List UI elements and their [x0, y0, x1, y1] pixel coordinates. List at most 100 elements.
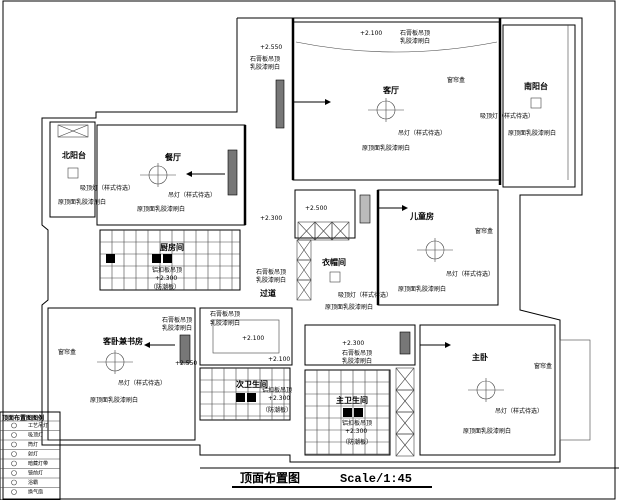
- svg-text:原顶面乳胶漆刷白: 原顶面乳胶漆刷白: [362, 144, 410, 152]
- svg-text:原顶面乳胶漆刷白: 原顶面乳胶漆刷白: [90, 396, 138, 404]
- svg-text:铝扣板吊顶: 铝扣板吊顶: [342, 419, 372, 427]
- svg-text:客卧兼书房: 客卧兼书房: [102, 336, 143, 346]
- svg-text:吊灯（样式待选）: 吊灯（样式待选）: [398, 129, 446, 137]
- svg-text:原顶面乳胶漆刷白: 原顶面乳胶漆刷白: [463, 427, 511, 435]
- svg-text:衣帽间: 衣帽间: [322, 257, 346, 267]
- svg-text:（防潮板）: （防潮板）: [262, 406, 292, 414]
- room-cloakroom: +2.500 衣帽间 吸顶灯（样式待选） 原顶面乳胶漆刷白: [294, 189, 392, 311]
- svg-text:+2.300: +2.300: [260, 215, 282, 222]
- svg-text:吸顶灯（样式待选）: 吸顶灯（样式待选）: [480, 112, 534, 120]
- svg-text:+2.300: +2.300: [268, 395, 290, 402]
- pendant-lamp-icon: [417, 238, 453, 262]
- svg-text:厨房间: 厨房间: [160, 242, 184, 252]
- room-second-bath: 次卫生间 铝扣板吊顶 +2.300 （防潮板）: [199, 367, 292, 421]
- room-north-balcony: 北阳台 吸顶灯（样式待选） 原顶面乳胶漆刷白: [49, 121, 134, 218]
- legend-symbol-icon: [11, 441, 17, 448]
- svg-text:吊灯（样式待选）: 吊灯（样式待选）: [118, 379, 166, 387]
- svg-text:北阳台: 北阳台: [62, 150, 86, 160]
- pendant-lamp-icon: [368, 98, 404, 122]
- svg-text:+2.500: +2.500: [305, 205, 327, 212]
- legend-symbol-icon: [11, 432, 17, 438]
- svg-text:吊灯（样式待选）: 吊灯（样式待选）: [495, 407, 543, 415]
- ceiling-lamp-icon: [530, 97, 542, 109]
- svg-text:乳胶漆刷白: 乳胶漆刷白: [162, 324, 192, 332]
- svg-text:乳胶漆刷白: 乳胶漆刷白: [400, 37, 430, 45]
- drawing-scale: Scale/1:45: [340, 472, 412, 486]
- room-label-living: 客厅: [382, 85, 399, 95]
- legend-item: 筒灯: [28, 441, 38, 448]
- svg-text:儿童房: 儿童房: [409, 211, 434, 221]
- ceiling-box-middle: 石膏板吊顶 乳胶漆刷白 +2.100 +2.100: [199, 307, 293, 366]
- legend-symbol-icon: [11, 451, 17, 457]
- svg-text:次卫生间: 次卫生间: [236, 379, 268, 389]
- room-guest-study: 客卧兼书房 窗帘盒 吊灯（样式待选） 原顶面乳胶漆刷白 石膏板吊顶 乳胶漆刷白 …: [47, 307, 197, 441]
- room-south-balcony: 南阳台 吸顶灯（样式待选） 原顶面乳胶漆刷白: [480, 24, 576, 188]
- legend-item: 暗藏灯带: [28, 460, 48, 467]
- drawing-title: 顶面布置图: [240, 470, 300, 485]
- legend-symbol-icon: [11, 479, 17, 486]
- svg-text:窗帘盒: 窗帘盒: [447, 76, 465, 84]
- svg-text:餐厅: 餐厅: [164, 152, 181, 162]
- legend-symbol-icon: [11, 460, 17, 467]
- svg-text:原顶面乳胶漆刷白: 原顶面乳胶漆刷白: [137, 205, 185, 213]
- room-label-corridor: 过道: [260, 288, 276, 298]
- svg-text:（防潮板）: （防潮板）: [342, 438, 372, 446]
- svg-text:+2.300: +2.300: [342, 340, 364, 347]
- svg-text:+2.550: +2.550: [175, 360, 197, 367]
- legend-item: 工艺吊灯: [28, 422, 48, 429]
- svg-text:乳胶漆刷白: 乳胶漆刷白: [250, 63, 280, 71]
- svg-text:（防潮板）: （防潮板）: [150, 283, 180, 291]
- legend-symbol-icon: [11, 470, 17, 476]
- light-strip-icon: [275, 79, 285, 129]
- svg-text:乳胶漆刷白: 乳胶漆刷白: [342, 357, 372, 365]
- svg-text:窗帘盒: 窗帘盒: [58, 348, 76, 356]
- room-kitchen: 厨房间 铝扣板吊顶 +2.300 （防潮板）: [99, 229, 241, 291]
- room-kids: 儿童房 吊灯（样式待选） 原顶面乳胶漆刷白 窗帘盒: [376, 189, 499, 306]
- svg-text:+2.300: +2.300: [155, 275, 177, 282]
- svg-text:窗帘盒: 窗帘盒: [534, 362, 552, 370]
- svg-text:主卧: 主卧: [472, 352, 488, 362]
- room-master-bath: +2.300 石膏板吊顶 乳胶漆刷白 主卫生间 铝扣板吊顶 +2.300 （防潮…: [304, 324, 416, 457]
- title-block: 顶面布置图 Scale/1:45: [200, 467, 619, 488]
- svg-text:原顶面乳胶漆刷白: 原顶面乳胶漆刷白: [508, 129, 556, 137]
- svg-text:石膏板吊顶: 石膏板吊顶: [342, 349, 372, 357]
- svg-text:原顶面乳胶漆刷白: 原顶面乳胶漆刷白: [398, 285, 446, 293]
- svg-text:+2.550: +2.550: [260, 44, 282, 51]
- pendant-lamp-icon: [468, 378, 504, 402]
- legend-item: 浴霸: [28, 479, 38, 486]
- legend-item: 镜前灯: [28, 470, 43, 477]
- svg-text:吊灯（样式待选）: 吊灯（样式待选）: [446, 270, 494, 278]
- room-master-bed: 主卧 吊灯（样式待选） 原顶面乳胶漆刷白 窗帘盒: [419, 324, 591, 456]
- corridor-upper: +2.550 石膏板吊顶 乳胶漆刷白 +2.300 石膏板吊顶 乳胶漆刷白 过道: [227, 44, 286, 298]
- svg-text:铝扣板吊顶: 铝扣板吊顶: [152, 266, 182, 274]
- svg-text:原顶面乳胶漆刷白: 原顶面乳胶漆刷白: [325, 303, 373, 311]
- svg-text:吸顶灯（样式待选）: 吸顶灯（样式待选）: [338, 291, 392, 299]
- svg-text:乳胶漆刷白: 乳胶漆刷白: [210, 319, 240, 327]
- legend-symbol-icon: [11, 422, 17, 429]
- svg-text:+2.100: +2.100: [268, 356, 290, 363]
- svg-text:窗帘盒: 窗帘盒: [475, 227, 493, 235]
- svg-text:石膏板吊顶: 石膏板吊顶: [400, 29, 430, 37]
- svg-text:铝扣板吊顶: 铝扣板吊顶: [262, 386, 292, 394]
- svg-text:+2.100: +2.100: [242, 335, 264, 342]
- svg-text:+2.100: +2.100: [360, 30, 382, 37]
- svg-text:吊灯（样式待选）: 吊灯（样式待选）: [168, 191, 216, 199]
- svg-text:石膏板吊顶: 石膏板吊顶: [162, 316, 192, 324]
- legend-item: 射灯: [28, 451, 38, 458]
- svg-text:主卫生间: 主卫生间: [336, 395, 368, 405]
- legend-symbol-icon: [11, 489, 17, 495]
- svg-text:吸顶灯（样式待选）: 吸顶灯（样式待选）: [80, 184, 134, 192]
- ceiling-lamp-icon: [67, 167, 79, 179]
- svg-text:石膏板吊顶: 石膏板吊顶: [250, 55, 280, 63]
- legend-item: 换气扇: [28, 489, 43, 496]
- svg-text:石膏板吊顶: 石膏板吊顶: [256, 268, 286, 276]
- pendant-lamp-icon: [97, 350, 133, 374]
- svg-text:原顶面乳胶漆刷白: 原顶面乳胶漆刷白: [58, 198, 106, 206]
- legend-item: 吸顶灯: [28, 432, 43, 439]
- pendant-lamp-icon: [140, 163, 176, 187]
- room-dining: 餐厅 吊灯（样式待选） 原顶面乳胶漆刷白: [96, 124, 246, 226]
- ceiling-lamp-icon: [329, 271, 341, 283]
